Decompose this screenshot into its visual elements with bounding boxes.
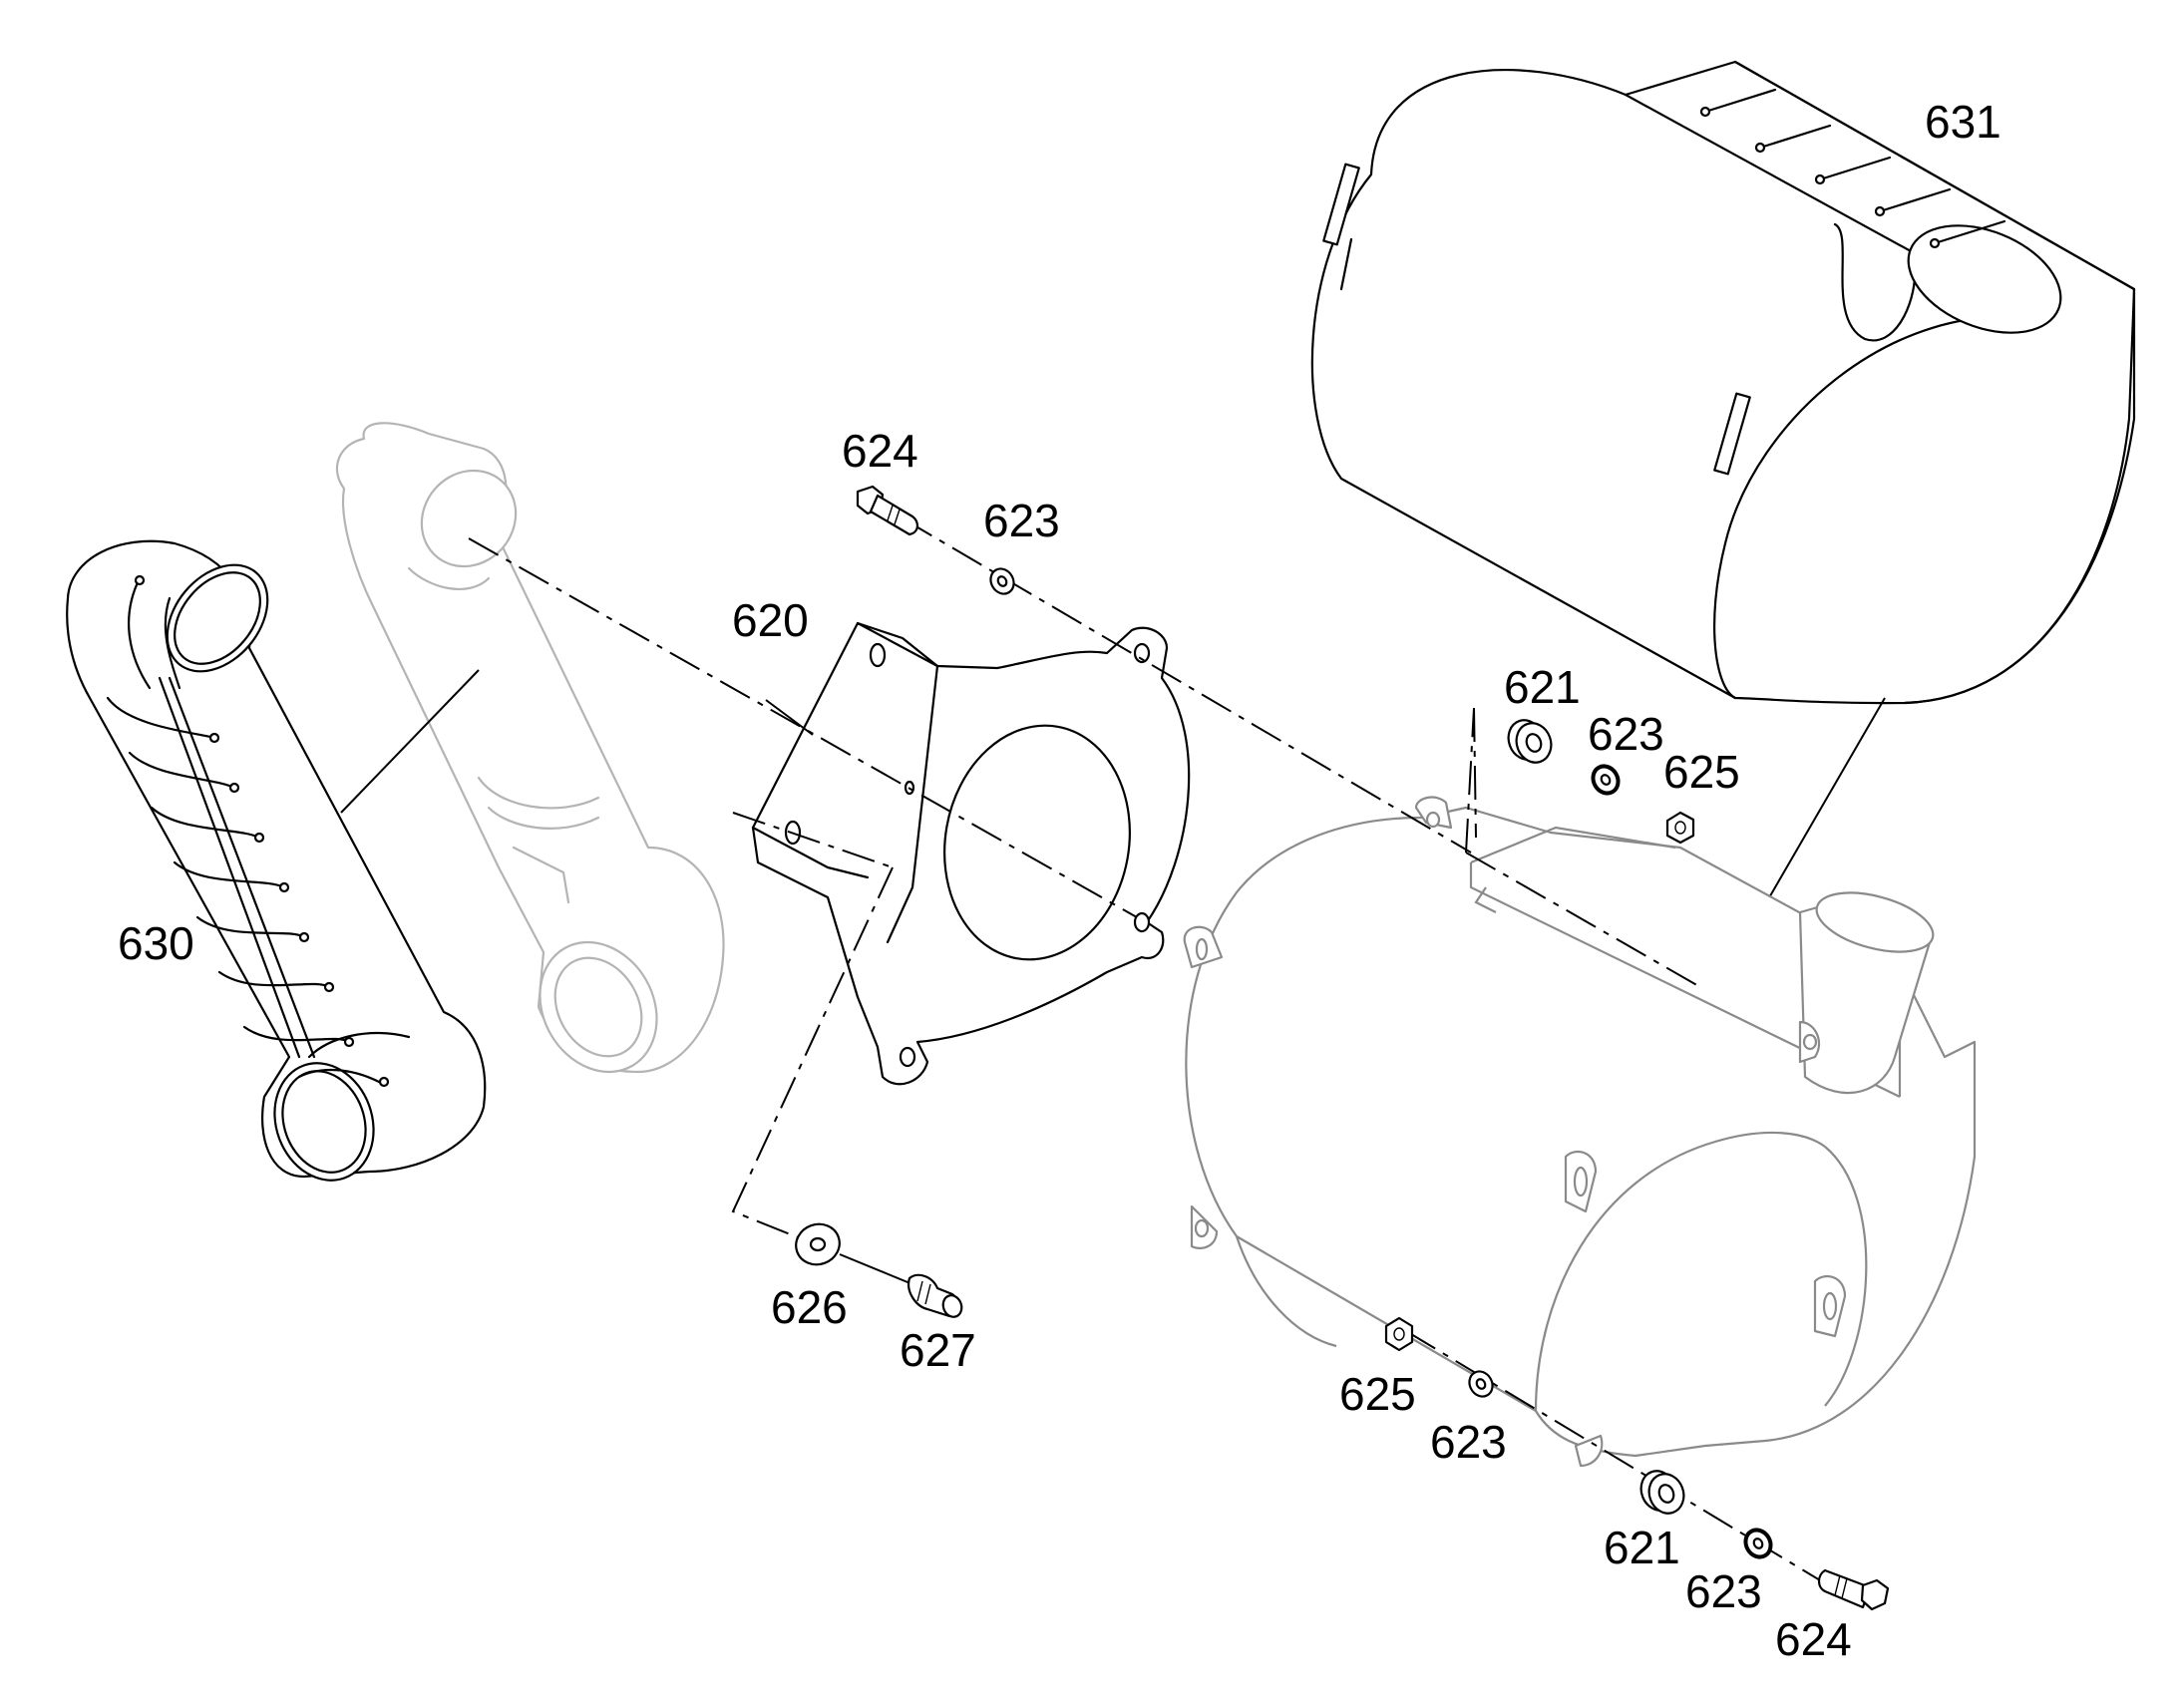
callout-623-upper: 623 [983,495,1060,546]
callout-626: 626 [771,1281,848,1333]
callout-621-upper: 621 [1504,661,1581,713]
spacer-621-lower [1639,1470,1685,1515]
callout-631: 631 [1925,96,2001,148]
washer-623-lower [1468,1370,1494,1398]
nut-625-upper [1665,811,1695,845]
washer-626 [795,1222,841,1266]
callout-630: 630 [118,917,194,969]
stud-627 [908,1273,963,1318]
callout-623-bottom: 623 [1685,1565,1762,1617]
washer-623-bottom [1743,1528,1773,1559]
mounting-bracket-part [751,621,1191,1086]
callout-623-lower: 623 [1430,1416,1507,1468]
callout-625-upper: 625 [1663,746,1740,798]
callout-621-lower: 621 [1604,1522,1680,1573]
washer-623-upper-right [1591,764,1621,796]
air-filter-housing-part [1183,796,1977,1468]
callout-620: 620 [732,594,809,646]
air-filter-cover-part [1310,60,2136,705]
cover-tie-lines [1699,88,2006,249]
callout-627: 627 [900,1324,976,1376]
spacer-621-upper [1507,719,1553,764]
ghost-duct-outline [335,422,725,1074]
hose-wire-wraps [106,574,390,1088]
callout-624-upper: 624 [842,425,918,477]
bolt-624-upper [856,485,918,536]
callout-623-upper-right: 623 [1588,708,1664,760]
intake-hose-part [66,539,487,1182]
callout-625-lower: 625 [1339,1368,1416,1420]
bolt-624-bottom [1817,1568,1890,1611]
nut-625-lower [1384,1316,1414,1352]
callout-624-bottom: 624 [1775,1613,1852,1665]
washer-623-upper [989,567,1015,595]
